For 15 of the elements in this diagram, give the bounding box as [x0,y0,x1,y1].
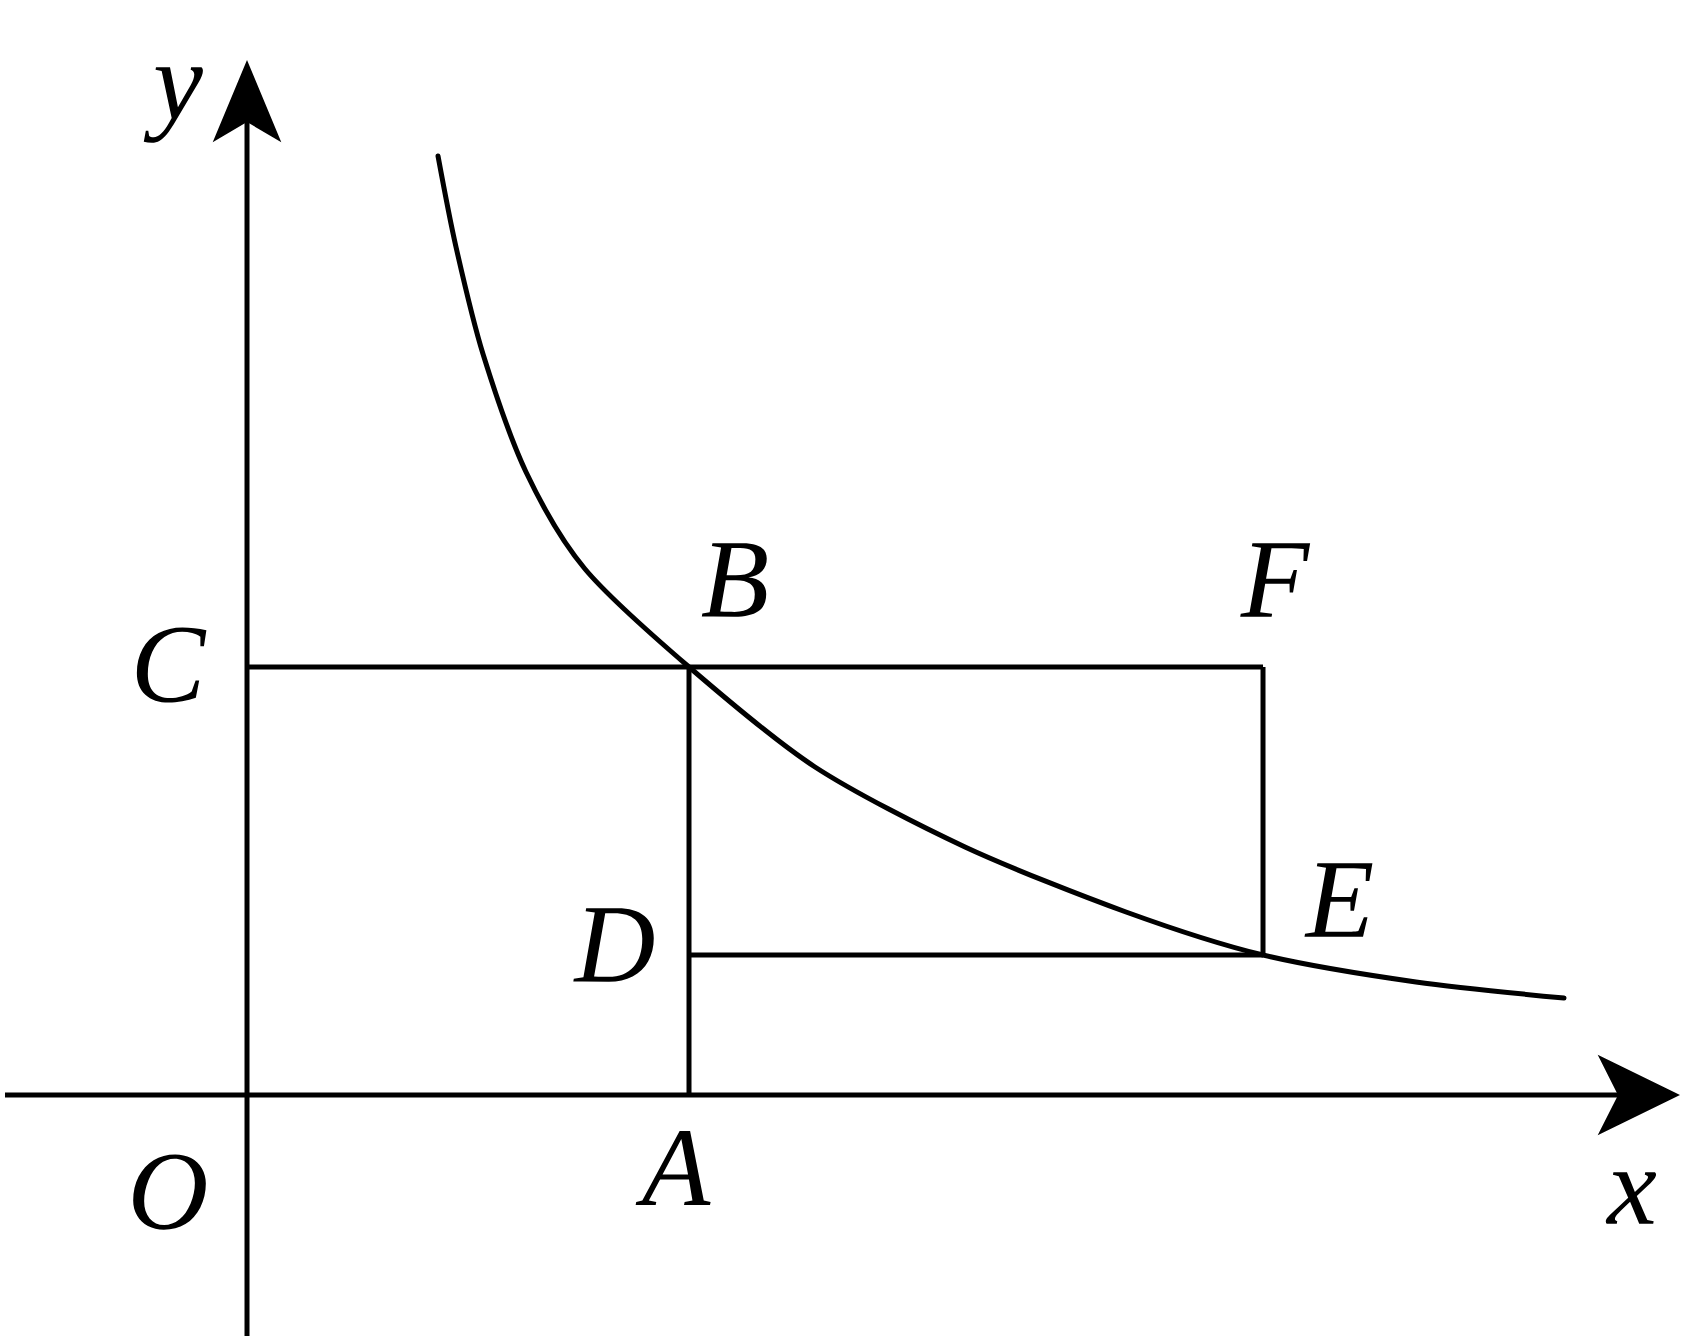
point-label: C [136,627,207,703]
point-label: D [573,908,654,982]
line-segment [686,667,692,955]
line-segment [1260,667,1266,955]
line-segment [689,952,1263,958]
point-label: F [1240,543,1311,617]
point-label: E [1304,863,1373,937]
line-segment [247,664,689,670]
axis-label: x [1605,1172,1657,1224]
line-segment [689,664,1263,670]
point-label: A [635,1131,711,1205]
axis-label: y [143,67,203,143]
point-label: B [701,543,767,617]
axis-label: O [133,1154,206,1230]
line-segment [686,955,692,1095]
